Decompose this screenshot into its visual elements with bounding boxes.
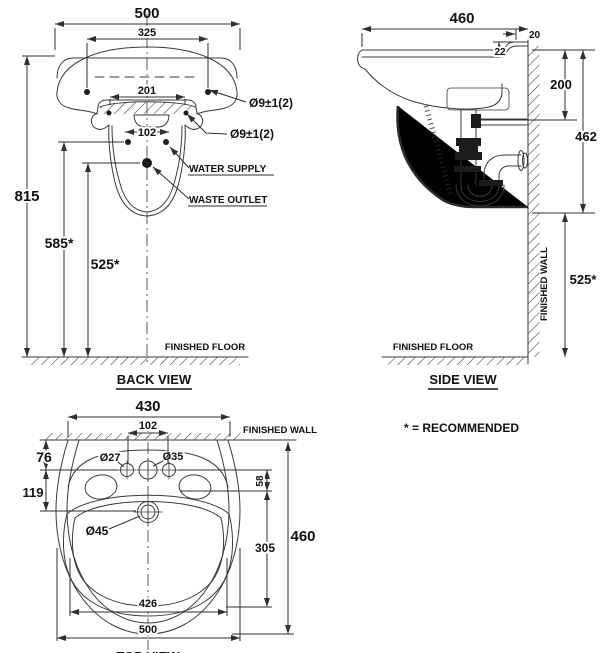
top-deck-edge <box>67 449 229 488</box>
side-dim-20: 20 <box>529 30 541 41</box>
back-label-finished-floor: FINISHED FLOOR <box>165 342 245 353</box>
recommended-note: * = RECOMMENDED <box>404 421 519 435</box>
back-joint-curve <box>99 101 196 108</box>
top-dim-102: 102 <box>139 420 157 432</box>
side-dim-200: 200 <box>550 77 572 92</box>
top-label-hole-left: Ø27 <box>100 452 121 464</box>
top-dim-76: 76 <box>36 449 52 465</box>
back-mount-hole-left <box>84 89 90 95</box>
top-faucet-holes <box>117 458 179 482</box>
back-joint-hatch <box>100 101 195 114</box>
top-dim-58: 58 <box>255 475 266 487</box>
top-dim-119: 119 <box>23 485 44 500</box>
top-bowl-outer <box>63 494 233 617</box>
side-label-finished-floor: FINISHED FLOOR <box>393 342 473 353</box>
top-wall-hatch <box>44 433 240 440</box>
side-dim-525: 525* <box>570 272 598 287</box>
top-drain <box>133 497 163 527</box>
top-dim-460: 460 <box>290 528 315 545</box>
back-pedestal-outline <box>90 112 204 217</box>
top-basin-inner <box>66 439 230 624</box>
side-dimensions: 460 20 22 200 462 525* <box>361 10 599 357</box>
side-dim-462: 462 <box>575 129 597 144</box>
side-waste-flange <box>517 150 525 171</box>
side-view: FINISHED WALL <box>357 10 599 390</box>
back-labels: Ø9±1(2) Ø9±1(2) WATER SUPPLY WASTE OUTLE… <box>152 89 293 207</box>
top-label-finished-wall: FINISHED WALL <box>243 425 317 436</box>
top-label-drain: Ø45 <box>86 524 109 538</box>
top-dimensions: 430 102 76 119 58 305 460 426 <box>21 396 318 641</box>
back-floor-hatch <box>30 357 240 365</box>
top-overflow-right <box>178 474 212 500</box>
back-view: 500 325 201 102 815 585* 525* Ø9±1(2) <box>12 5 293 390</box>
back-dim-815: 815 <box>14 188 39 205</box>
back-dim-325: 325 <box>138 27 156 39</box>
back-view-title: BACK VIEW <box>117 372 192 387</box>
top-bowl-inner <box>71 501 225 607</box>
top-basin-outer <box>55 439 241 635</box>
side-overflow-chamber <box>446 87 510 111</box>
back-pedestal-opening <box>133 114 170 128</box>
side-label-finished-wall: FINISHED WALL <box>539 247 550 321</box>
top-label-hole-center: Ø35 <box>163 451 184 463</box>
back-basin-rim-line <box>56 57 238 79</box>
top-view-title: TOP VIEW <box>116 649 180 653</box>
back-dim-585: 585* <box>45 235 74 251</box>
top-overflow-left <box>84 474 118 500</box>
side-view-title: SIDE VIEW <box>429 372 497 387</box>
back-dim-525: 525* <box>91 256 120 272</box>
top-dim-430: 430 <box>135 398 160 415</box>
back-label-mount-hole-dia: Ø9±1(2) <box>249 96 293 110</box>
back-dimensions: 500 325 201 102 815 585* 525* <box>12 5 241 357</box>
back-pedestal-hole-left <box>106 110 112 116</box>
side-dim-460: 460 <box>449 10 474 27</box>
back-waste-outlet-hole <box>142 158 152 168</box>
top-dim-426: 426 <box>139 598 157 610</box>
top-dim-500: 500 <box>139 624 157 636</box>
top-view: FINISHED WALL Ø27 Ø35 Ø45 <box>21 396 318 653</box>
back-dim-201: 201 <box>138 85 156 97</box>
side-floor-hatch <box>388 357 524 365</box>
back-pedestal-inner <box>111 125 183 213</box>
back-supply-hole-right <box>163 139 169 145</box>
back-dim-102: 102 <box>138 127 156 139</box>
back-label-waste-outlet: WASTE OUTLET <box>189 195 267 206</box>
side-dim-22: 22 <box>494 47 506 58</box>
back-dim-500: 500 <box>134 5 159 22</box>
top-dim-305: 305 <box>255 541 275 555</box>
side-basin-profile <box>357 41 529 111</box>
side-supply-valve <box>471 114 481 128</box>
back-label-pedestal-hole-dia: Ø9±1(2) <box>230 127 274 141</box>
back-supply-hole-left <box>125 139 131 145</box>
side-plumbing <box>454 109 528 207</box>
side-wall-hatch <box>528 46 540 357</box>
back-label-water-supply: WATER SUPPLY <box>189 164 267 175</box>
